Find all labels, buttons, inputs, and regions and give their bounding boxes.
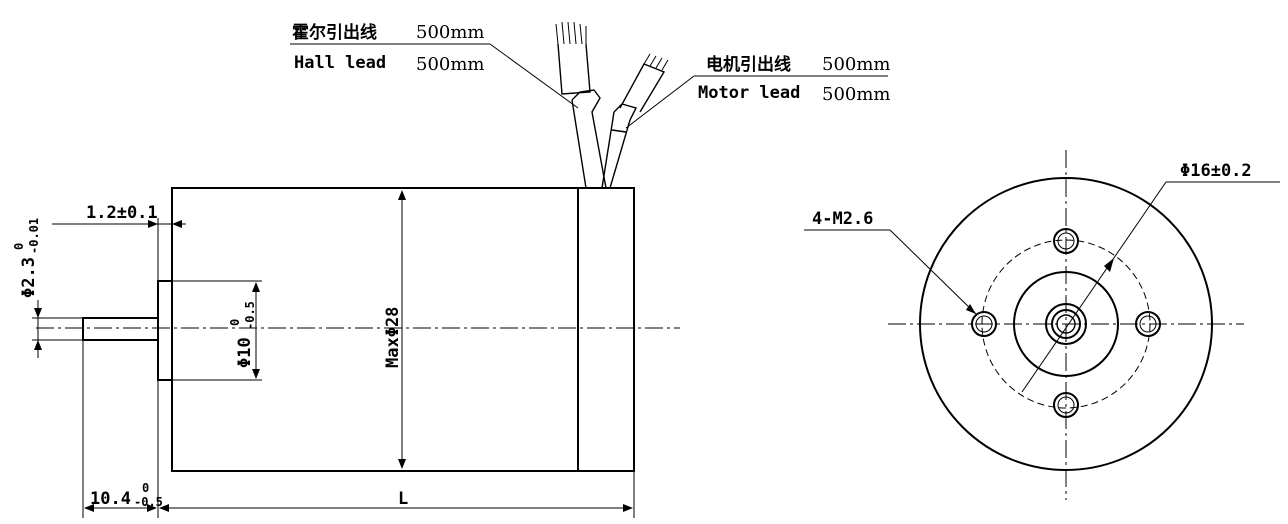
motor-body <box>171 187 635 472</box>
motor-lead-callout: 电机引出线 500mm Motor lead 500mm <box>625 54 891 129</box>
svg-text:0: 0 <box>142 481 149 495</box>
pilot-circle <box>1013 271 1119 377</box>
side-view: MaxΦ28 Φ10 0 -0.5 1.2±0.1 Φ2.3 0 -0.01 <box>12 21 891 518</box>
hall-cable <box>571 89 607 189</box>
flange-step-label: 1.2±0.1 <box>86 203 158 223</box>
motor-lead-en-length: 500mm <box>822 84 891 105</box>
hall-lead-callout: 霍尔引出线 500mm Hall lead 500mm <box>290 22 579 109</box>
svg-text:Φ2.3: Φ2.3 <box>19 257 39 298</box>
mount-holes-callout: 4-M2.6 <box>804 209 977 315</box>
hall-lead-en-length: 500mm <box>416 54 485 75</box>
pilot-diameter-label: Φ10 0 -0.5 <box>228 301 257 368</box>
bearing-circle <box>1045 303 1087 345</box>
shaft-length-label: 10.4 0 -0.5 <box>90 481 163 509</box>
pilot-boss <box>157 280 173 381</box>
svg-text:-0.5: -0.5 <box>134 495 163 509</box>
motor-wires <box>643 53 669 71</box>
shaft-diameter-label: Φ2.3 0 -0.01 <box>12 218 41 298</box>
body-diameter-label: MaxΦ28 <box>383 307 403 368</box>
mount-hole-top <box>1053 228 1079 254</box>
svg-text:0: 0 <box>12 243 26 250</box>
shaft-circle-inner <box>1056 314 1076 334</box>
hall-wires <box>555 21 587 45</box>
mount-holes-label: 4-M2.6 <box>812 209 873 229</box>
motor-lead-cn: 电机引出线 <box>706 54 791 75</box>
bolt-circle-label: Φ16±0.2 <box>1180 161 1252 181</box>
svg-text:10.4: 10.4 <box>90 489 131 509</box>
svg-text:-0.01: -0.01 <box>27 218 41 254</box>
bolt-circle <box>981 239 1151 409</box>
mount-hole-left <box>971 311 997 337</box>
svg-text:0: 0 <box>228 319 242 326</box>
body-length-label: L <box>398 489 408 509</box>
motor-lead-en: Motor lead <box>698 83 800 103</box>
cables <box>555 21 669 189</box>
svg-text:-0.5: -0.5 <box>243 301 257 330</box>
bolt-circle-callout: Φ16±0.2 <box>1021 161 1280 393</box>
shaft-circle-outer <box>1051 309 1081 339</box>
svg-text:Φ10: Φ10 <box>235 337 255 368</box>
hall-lead-cn-length: 500mm <box>416 22 485 43</box>
motor-cable <box>609 103 638 189</box>
hall-lead-cn: 霍尔引出线 <box>292 22 377 43</box>
motor-cable-end <box>619 63 666 113</box>
front-view: Φ16±0.2 4-M2.6 <box>804 150 1280 500</box>
mount-hole-right <box>1135 311 1161 337</box>
outer-housing-circle <box>919 177 1213 471</box>
shaft <box>82 317 159 341</box>
mount-hole-bottom <box>1053 392 1079 418</box>
hall-cable-end <box>557 43 591 95</box>
hall-lead-en: Hall lead <box>294 53 386 73</box>
motor-lead-cn-length: 500mm <box>822 54 891 75</box>
